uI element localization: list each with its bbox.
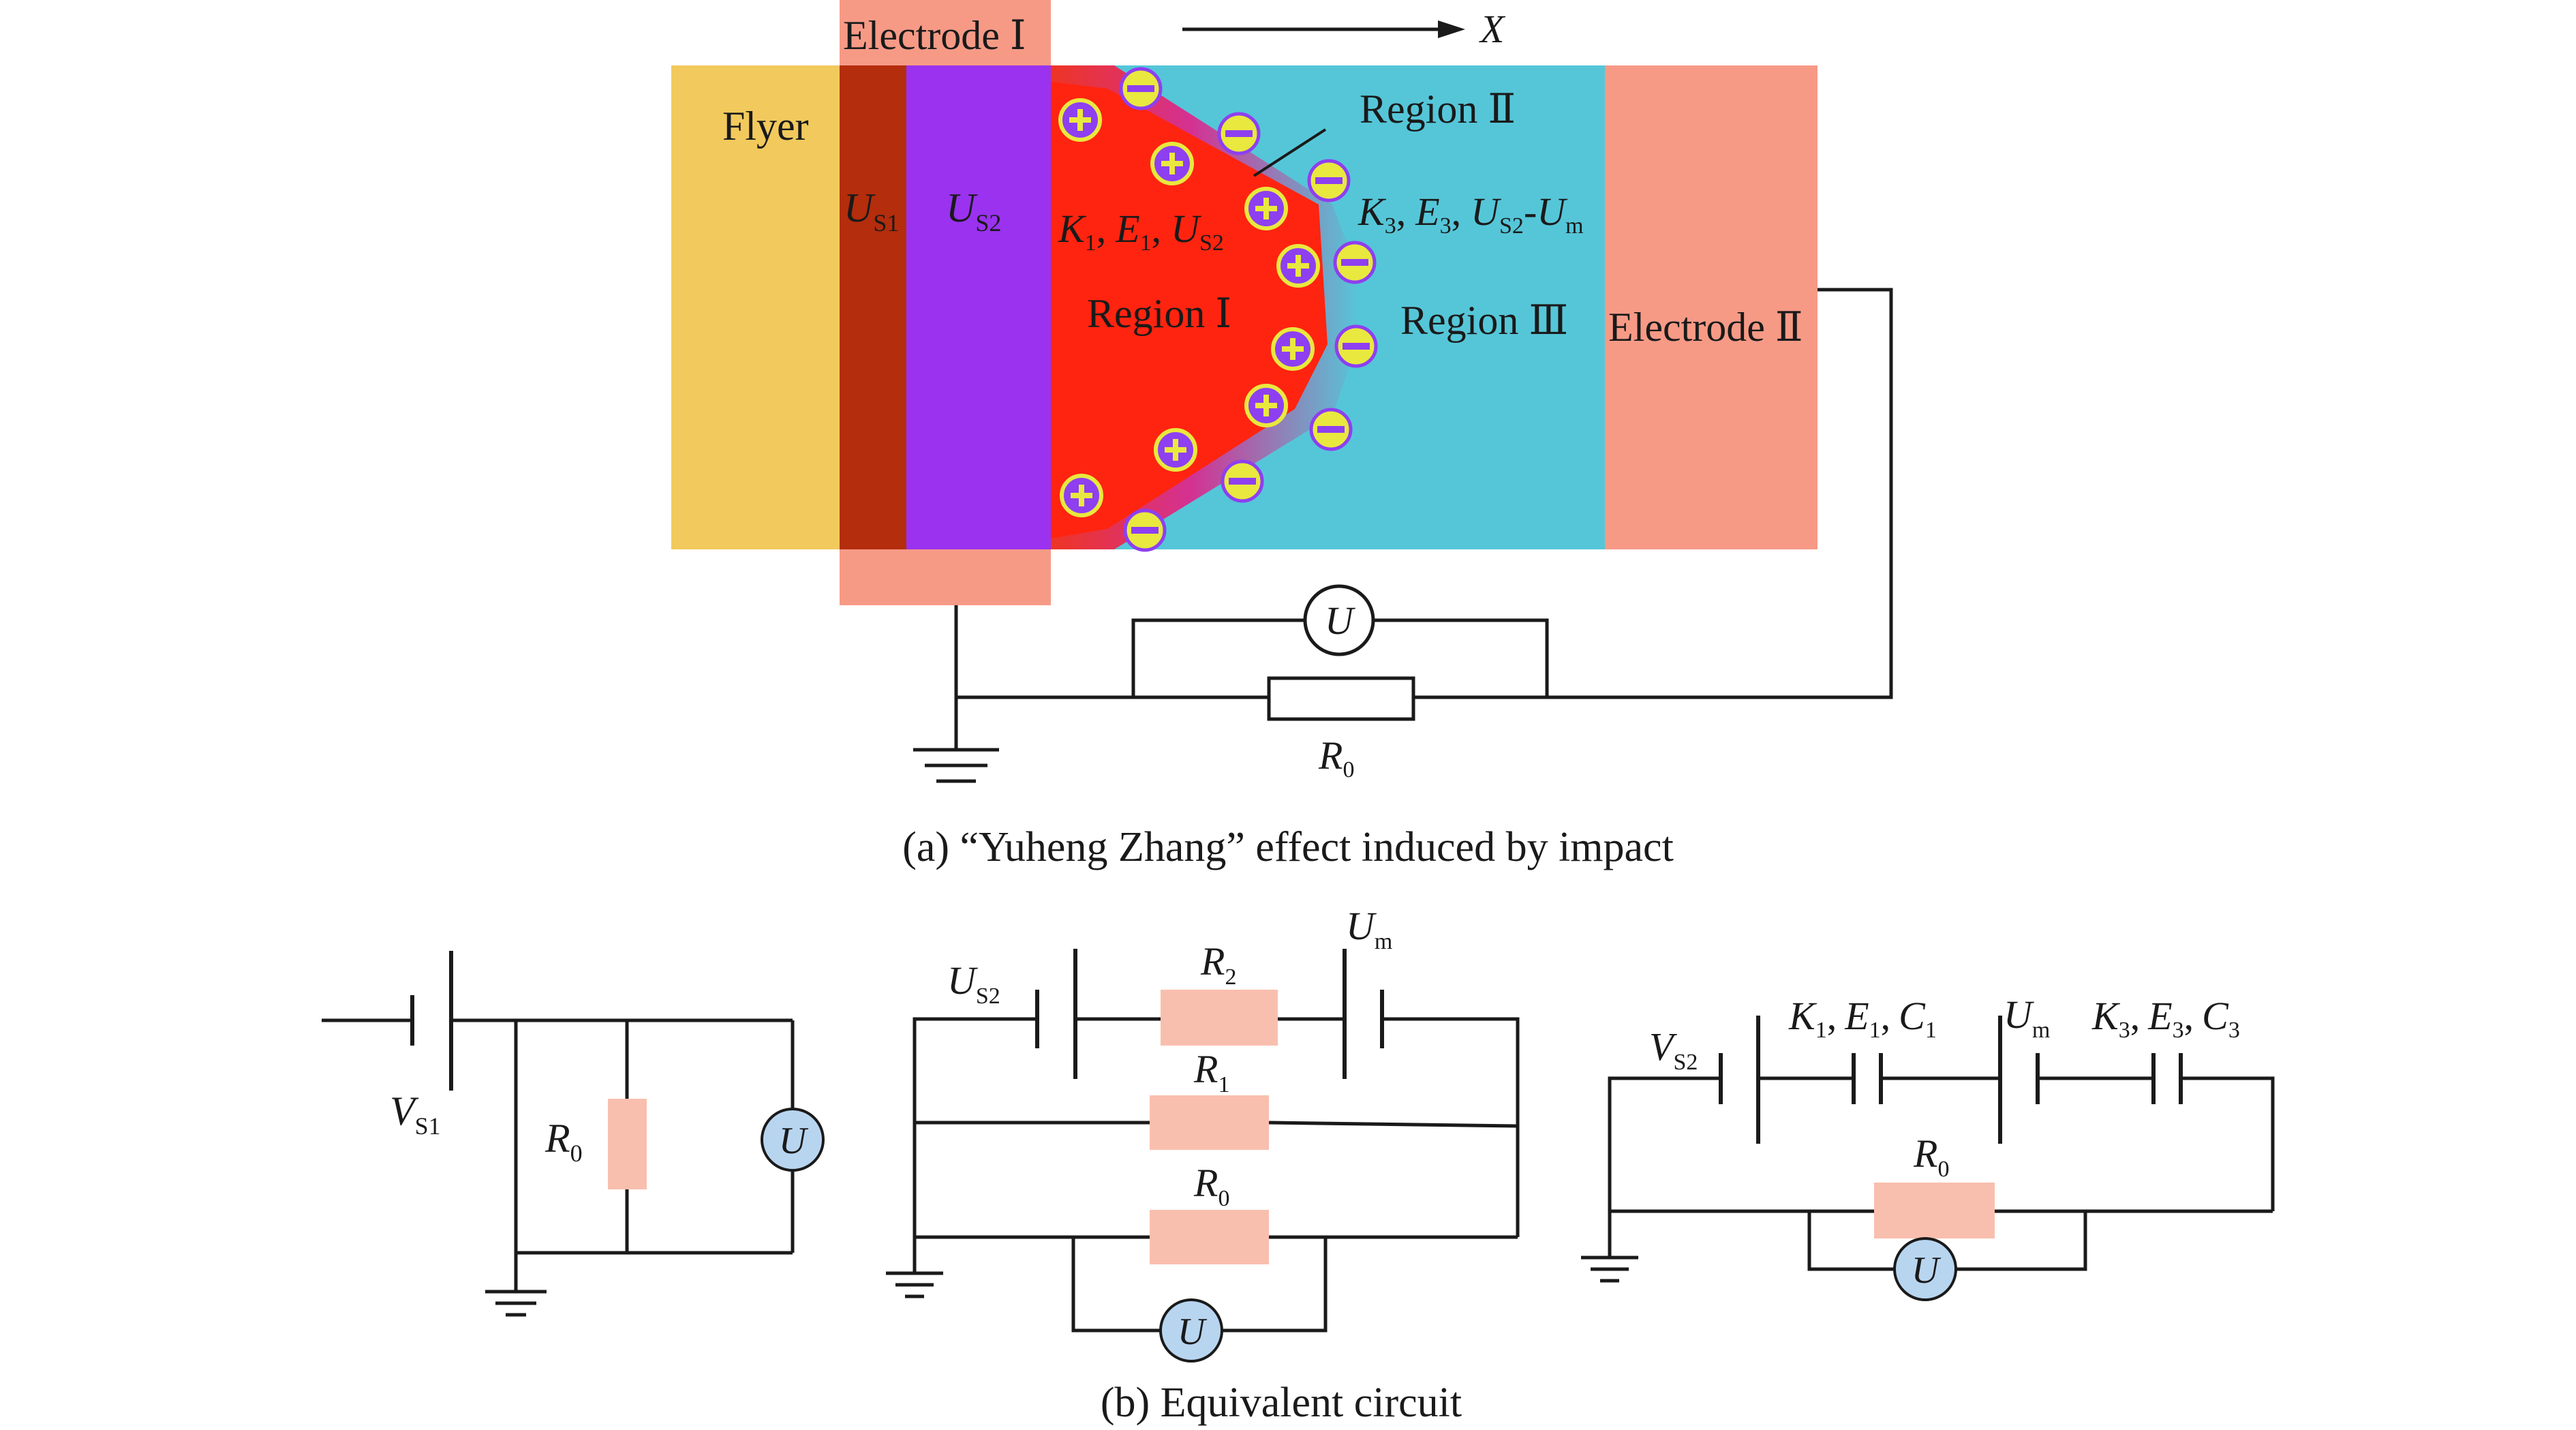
positive-charge bbox=[1060, 474, 1103, 517]
region-3-params-label: K3,E3,US2-Um bbox=[1358, 189, 1584, 239]
um-label: Um bbox=[2004, 992, 2050, 1043]
region-2-label: Region Ⅱ bbox=[1360, 87, 1516, 132]
resistor-r0 bbox=[1150, 1210, 1269, 1264]
resistor-r2 bbox=[1161, 990, 1278, 1046]
region-1-params-label: K1,E1,US2 bbox=[1058, 207, 1224, 256]
region-1-label: Region Ⅰ bbox=[1087, 291, 1231, 336]
us1-layer bbox=[840, 65, 906, 549]
x-axis-label: X bbox=[1479, 7, 1506, 51]
voltmeter-label: U bbox=[1178, 1311, 1208, 1353]
r0-label: R0 bbox=[1318, 733, 1354, 782]
circuit-2: U US2 Um R2 R1 R0 bbox=[886, 904, 1520, 1363]
panel-b-caption: (b) Equivalent circuit bbox=[1101, 1380, 1462, 1426]
r0-label: R0 bbox=[545, 1116, 583, 1167]
voltmeter-label: U bbox=[1325, 598, 1356, 643]
negative-charge bbox=[1333, 241, 1377, 284]
ground-icon bbox=[886, 1271, 943, 1298]
vs1-label: VS1 bbox=[390, 1089, 441, 1140]
wire bbox=[1382, 1017, 1520, 1237]
positive-charge bbox=[1244, 187, 1288, 230]
positive-charge bbox=[1154, 428, 1197, 472]
electrode-1-label: Electrode Ⅰ bbox=[843, 13, 1026, 58]
positive-charge bbox=[1058, 98, 1102, 142]
negative-charge bbox=[1123, 508, 1167, 552]
r2-label: R2 bbox=[1200, 939, 1236, 990]
positive-charge bbox=[1271, 327, 1315, 371]
circuit-1: U VS1 R0 bbox=[322, 951, 825, 1317]
electrode-2-label: Electrode Ⅱ bbox=[1608, 305, 1803, 350]
resistor-r0 bbox=[608, 1099, 647, 1189]
voltmeter bbox=[1893, 1237, 1957, 1301]
resistor-r0 bbox=[1874, 1183, 1995, 1238]
k1-e1-c1-label: K1,E1,C1 bbox=[1788, 994, 1937, 1043]
wire bbox=[1071, 1237, 1161, 1333]
negative-charge bbox=[1119, 67, 1163, 110]
wire bbox=[1373, 618, 1549, 697]
panel-a-circuit: U R0 bbox=[913, 288, 1893, 783]
wire bbox=[1131, 618, 1305, 697]
flyer-block bbox=[671, 65, 842, 549]
negative-charge bbox=[1309, 408, 1353, 451]
negative-charges bbox=[1119, 67, 1378, 552]
ground-icon bbox=[485, 1290, 547, 1317]
ground-icon bbox=[1581, 1256, 1638, 1283]
voltmeter-label: U bbox=[779, 1120, 809, 1162]
resistor-r0 bbox=[1267, 676, 1415, 721]
positive-charge bbox=[1276, 244, 1320, 288]
r0-label: R0 bbox=[1193, 1161, 1229, 1211]
voltmeter-label: U bbox=[1912, 1249, 1942, 1292]
ground-icon bbox=[913, 748, 999, 783]
um-label: Um bbox=[1346, 904, 1392, 954]
positive-charges bbox=[1058, 98, 1320, 517]
negative-charge bbox=[1334, 324, 1378, 368]
region-3-label: Region Ⅲ bbox=[1400, 298, 1568, 343]
positive-charge bbox=[1244, 384, 1288, 427]
us2-label: US2 bbox=[946, 185, 1001, 237]
wire bbox=[2181, 1076, 2275, 1211]
vs2-label: VS2 bbox=[1649, 1024, 1698, 1075]
voltmeter bbox=[1303, 584, 1375, 656]
voltmeter bbox=[761, 1108, 825, 1172]
panel-a-caption: (a) “Yuheng Zhang” effect induced by imp… bbox=[902, 824, 1674, 870]
circuit-3: U VS2 K1,E1,C1 Um K3,E3,C3 R0 bbox=[1581, 992, 2275, 1301]
flyer-label: Flyer bbox=[722, 104, 809, 149]
wire bbox=[1608, 1076, 1719, 1211]
positive-charge bbox=[1150, 142, 1194, 185]
wire bbox=[913, 1017, 1036, 1237]
r0-label: R0 bbox=[1913, 1131, 1949, 1182]
wire bbox=[1956, 1211, 2087, 1271]
wire bbox=[1268, 1121, 1518, 1128]
wire bbox=[1222, 1237, 1328, 1333]
r1-label: R1 bbox=[1193, 1047, 1229, 1097]
negative-charge bbox=[1221, 459, 1264, 503]
k3-e3-c3-label: K3,E3,C3 bbox=[2091, 994, 2240, 1043]
region-2-leader bbox=[1253, 128, 1327, 177]
us2-layer bbox=[906, 65, 1051, 549]
wire bbox=[954, 288, 1893, 699]
x-axis-arrowhead bbox=[1438, 20, 1465, 38]
resistor-r1 bbox=[1150, 1095, 1269, 1150]
us2-label: US2 bbox=[947, 958, 1000, 1009]
panel-a: X Electrode Ⅰ Flyer US1 US2 K1,E1,US2 Re… bbox=[671, 0, 1893, 870]
negative-charge bbox=[1307, 159, 1351, 202]
wire bbox=[1807, 1211, 1895, 1271]
panel-b: U VS1 R0 bbox=[322, 904, 2275, 1426]
us1-label: US1 bbox=[844, 185, 899, 237]
electrode-2-block bbox=[1605, 65, 1818, 549]
negative-charge bbox=[1217, 112, 1261, 155]
voltmeter bbox=[1159, 1298, 1223, 1363]
